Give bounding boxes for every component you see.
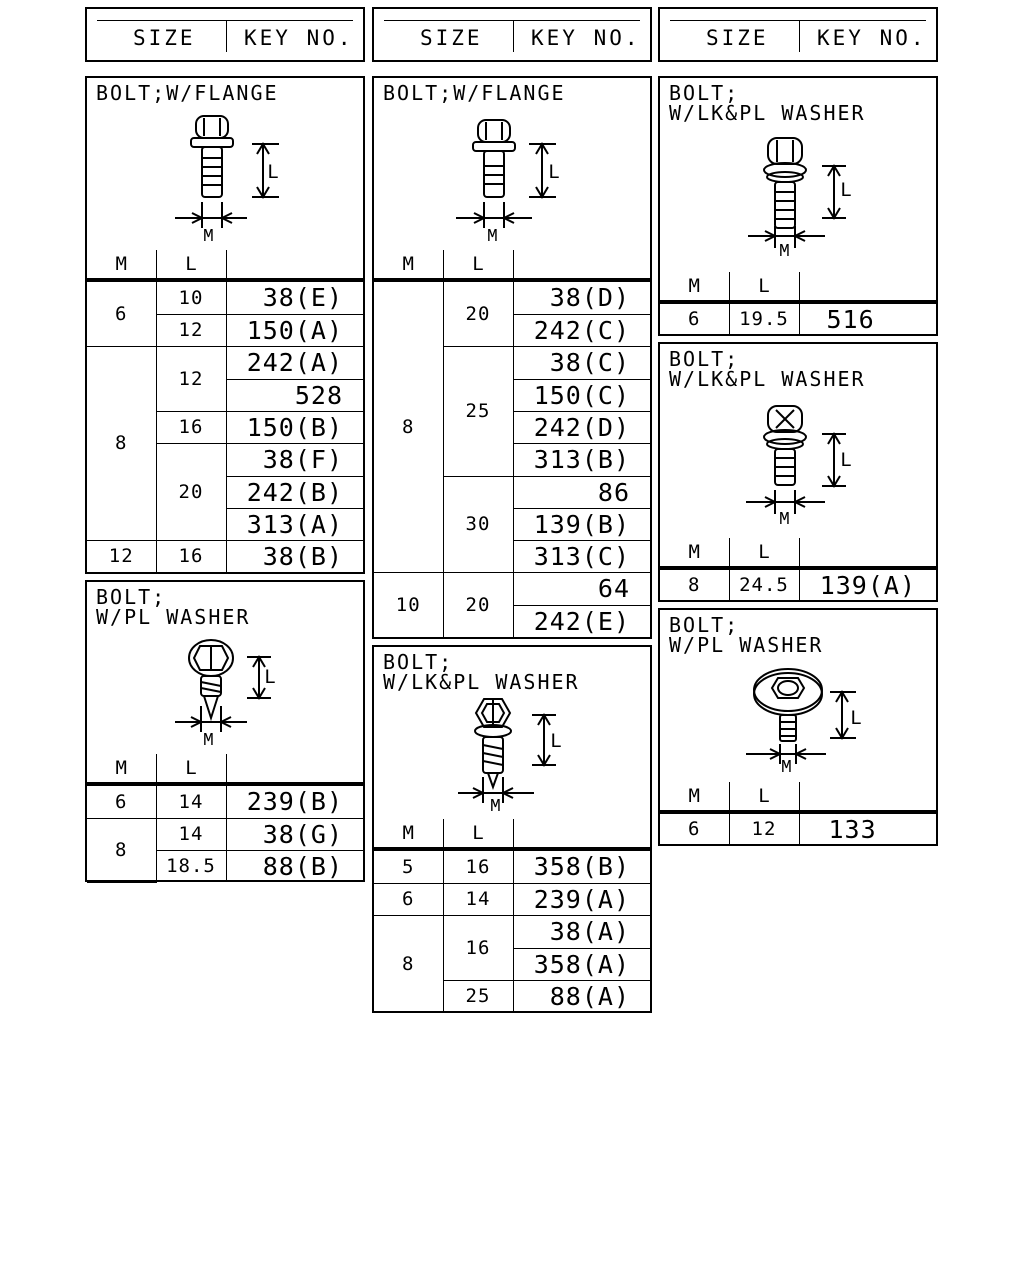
key-number: 38(F) <box>225 442 363 477</box>
key-number: 86 <box>512 475 650 509</box>
section-title: BOLT; W/LK&PL WASHER <box>669 81 866 125</box>
m-header: M <box>660 272 730 303</box>
m-header: M <box>374 250 444 281</box>
section-title: BOLT; W/PL WASHER <box>669 613 824 657</box>
length-label: L <box>264 667 276 690</box>
l-header: L <box>728 782 800 813</box>
key-number: 133 <box>798 810 936 844</box>
key-number: 38(B) <box>225 539 363 572</box>
l-header: L <box>442 819 514 850</box>
key-number: 242(C) <box>513 313 650 347</box>
m-header: M <box>87 754 157 785</box>
key-number: 150(A) <box>225 313 363 347</box>
length-label: L <box>840 180 852 203</box>
length-label: L <box>550 731 562 754</box>
diameter-label: M <box>490 797 501 817</box>
length-label: L <box>840 450 852 473</box>
key-number: 313(A) <box>226 507 363 541</box>
key-number: 242(D) <box>513 410 650 444</box>
key-number: 242(E) <box>513 604 650 637</box>
key-no-label: KEY NO. <box>817 26 927 50</box>
length-label: L <box>850 708 862 731</box>
diameter-label: M <box>487 227 498 247</box>
plain-washer-bolt-icon: L M <box>175 639 276 751</box>
section-title: BOLT;W/FLANGE <box>383 81 566 105</box>
m-header: M <box>660 538 730 569</box>
key-no-label: KEY NO. <box>531 26 641 50</box>
lock-and-plain-washer-bolt-icon: L M <box>748 137 852 262</box>
header-col-1: SIZE KEY NO. <box>85 7 365 62</box>
key-number: 64 <box>512 571 650 606</box>
key-number: 139(B) <box>513 507 650 541</box>
section-title: BOLT; W/LK&PL WASHER <box>383 650 580 694</box>
key-number: 239(B) <box>225 782 363 819</box>
key-no-label: KEY NO. <box>244 26 354 50</box>
m-header: M <box>87 250 157 281</box>
l-header: L <box>728 538 800 569</box>
flange-bolt-icon: L M <box>175 115 279 247</box>
key-number: 358(B) <box>512 847 650 884</box>
m-header: M <box>374 819 444 850</box>
key-number: 239(A) <box>512 882 650 916</box>
key-number: 38(D) <box>512 278 650 315</box>
section-title: BOLT; W/PL WASHER <box>96 585 251 629</box>
diameter-label: M <box>781 758 792 778</box>
key-number: 528 <box>226 378 363 412</box>
section-title: BOLT; W/LK&PL WASHER <box>669 347 866 391</box>
header-col-2: SIZE KEY NO. <box>372 7 652 62</box>
key-number: 358(A) <box>513 947 650 981</box>
diameter-label: M <box>779 510 790 530</box>
key-number: 38(G) <box>225 817 363 851</box>
flange-bolt-icon: L M <box>456 119 560 247</box>
lock-and-plain-washer-bolt-icon: L M <box>458 698 562 817</box>
key-number: 313(B) <box>513 442 650 477</box>
diameter-label: M <box>203 227 214 247</box>
header-col-3: SIZE KEY NO. <box>658 7 938 62</box>
l-header: L <box>728 272 800 303</box>
key-number: 313(C) <box>513 539 650 573</box>
key-number: 38(E) <box>225 278 363 315</box>
key-number: 38(C) <box>512 345 650 380</box>
size-label: SIZE <box>706 26 769 50</box>
l-header: L <box>155 250 227 281</box>
diameter-label: M <box>203 731 214 751</box>
key-number: 150(C) <box>513 378 650 412</box>
m-header: M <box>660 782 730 813</box>
diameter-label: M <box>779 242 790 262</box>
l-header: L <box>442 250 514 281</box>
large-washer-bolt-icon: L M <box>746 668 862 778</box>
cross-head-bolt-icon: L M <box>746 405 852 530</box>
l-header: L <box>155 754 227 785</box>
length-label: L <box>548 162 560 185</box>
key-number: 516 <box>798 300 936 334</box>
key-number: 242(B) <box>226 475 363 509</box>
key-number: 139(A) <box>798 566 936 600</box>
section-title: BOLT;W/FLANGE <box>96 81 279 105</box>
key-number: 88(A) <box>512 979 650 1012</box>
size-label: SIZE <box>133 26 196 50</box>
size-label: SIZE <box>420 26 483 50</box>
length-label: L <box>267 162 279 185</box>
key-number: 38(A) <box>512 914 650 949</box>
key-number: 150(B) <box>225 410 363 444</box>
key-number: 88(B) <box>225 849 363 882</box>
key-number: 242(A) <box>225 345 363 380</box>
